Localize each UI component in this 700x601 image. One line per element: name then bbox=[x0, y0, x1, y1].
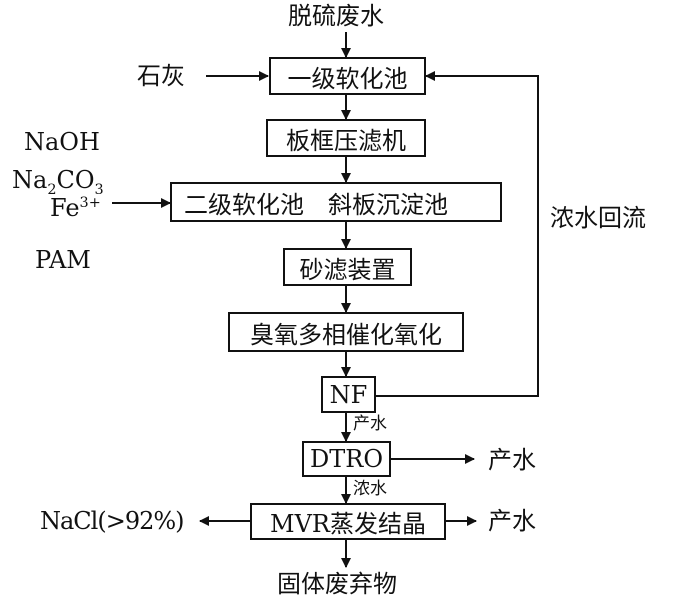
naoh-label: NaOH bbox=[24, 128, 100, 156]
mvr-water-label: 产水 bbox=[488, 507, 536, 535]
lime-label: 石灰 bbox=[137, 62, 185, 90]
dtro-concentrate-label: 浓水 bbox=[353, 479, 387, 499]
softening-settling-box: 二级软化池 斜板沉淀池 bbox=[170, 182, 502, 222]
sand-filter-box: 砂滤装置 bbox=[283, 248, 412, 286]
fe-label: Fe3+ bbox=[50, 196, 101, 220]
ozone-oxidation-box: 臭氧多相催化氧化 bbox=[228, 312, 464, 352]
fe-sup: 3+ bbox=[79, 195, 101, 211]
na2co3-label: Na2CO3 bbox=[12, 166, 104, 197]
secondary-softening-label: 二级软化池 bbox=[184, 190, 304, 219]
na2co3-base: Na bbox=[12, 166, 48, 194]
mvr-box: MVR蒸发结晶 bbox=[250, 503, 446, 540]
input-label: 脱硫废水 bbox=[288, 2, 384, 30]
nf-permeate-label: 产水 bbox=[353, 414, 387, 434]
nf-box: NF bbox=[321, 376, 376, 413]
na2co3-mid: CO bbox=[56, 166, 95, 194]
arrow-return-loop bbox=[376, 71, 539, 397]
fe-base: Fe bbox=[50, 194, 80, 222]
primary-softening-box: 一级软化池 bbox=[269, 57, 426, 95]
solid-waste-label: 固体废弃物 bbox=[277, 570, 397, 598]
inclined-settler-label: 斜板沉淀池 bbox=[328, 190, 448, 219]
na2co3-sub1: 2 bbox=[47, 181, 57, 198]
dtro-box: DTRO bbox=[302, 441, 391, 477]
nacl-label: NaCl(>92%) bbox=[40, 507, 185, 535]
dtro-water-label: 产水 bbox=[488, 446, 536, 474]
pam-label: PAM bbox=[35, 246, 91, 274]
na2co3-sub2: 3 bbox=[94, 181, 104, 198]
concentrate-return-label: 浓水回流 bbox=[550, 204, 646, 232]
filter-press-box: 板框压滤机 bbox=[266, 119, 426, 157]
